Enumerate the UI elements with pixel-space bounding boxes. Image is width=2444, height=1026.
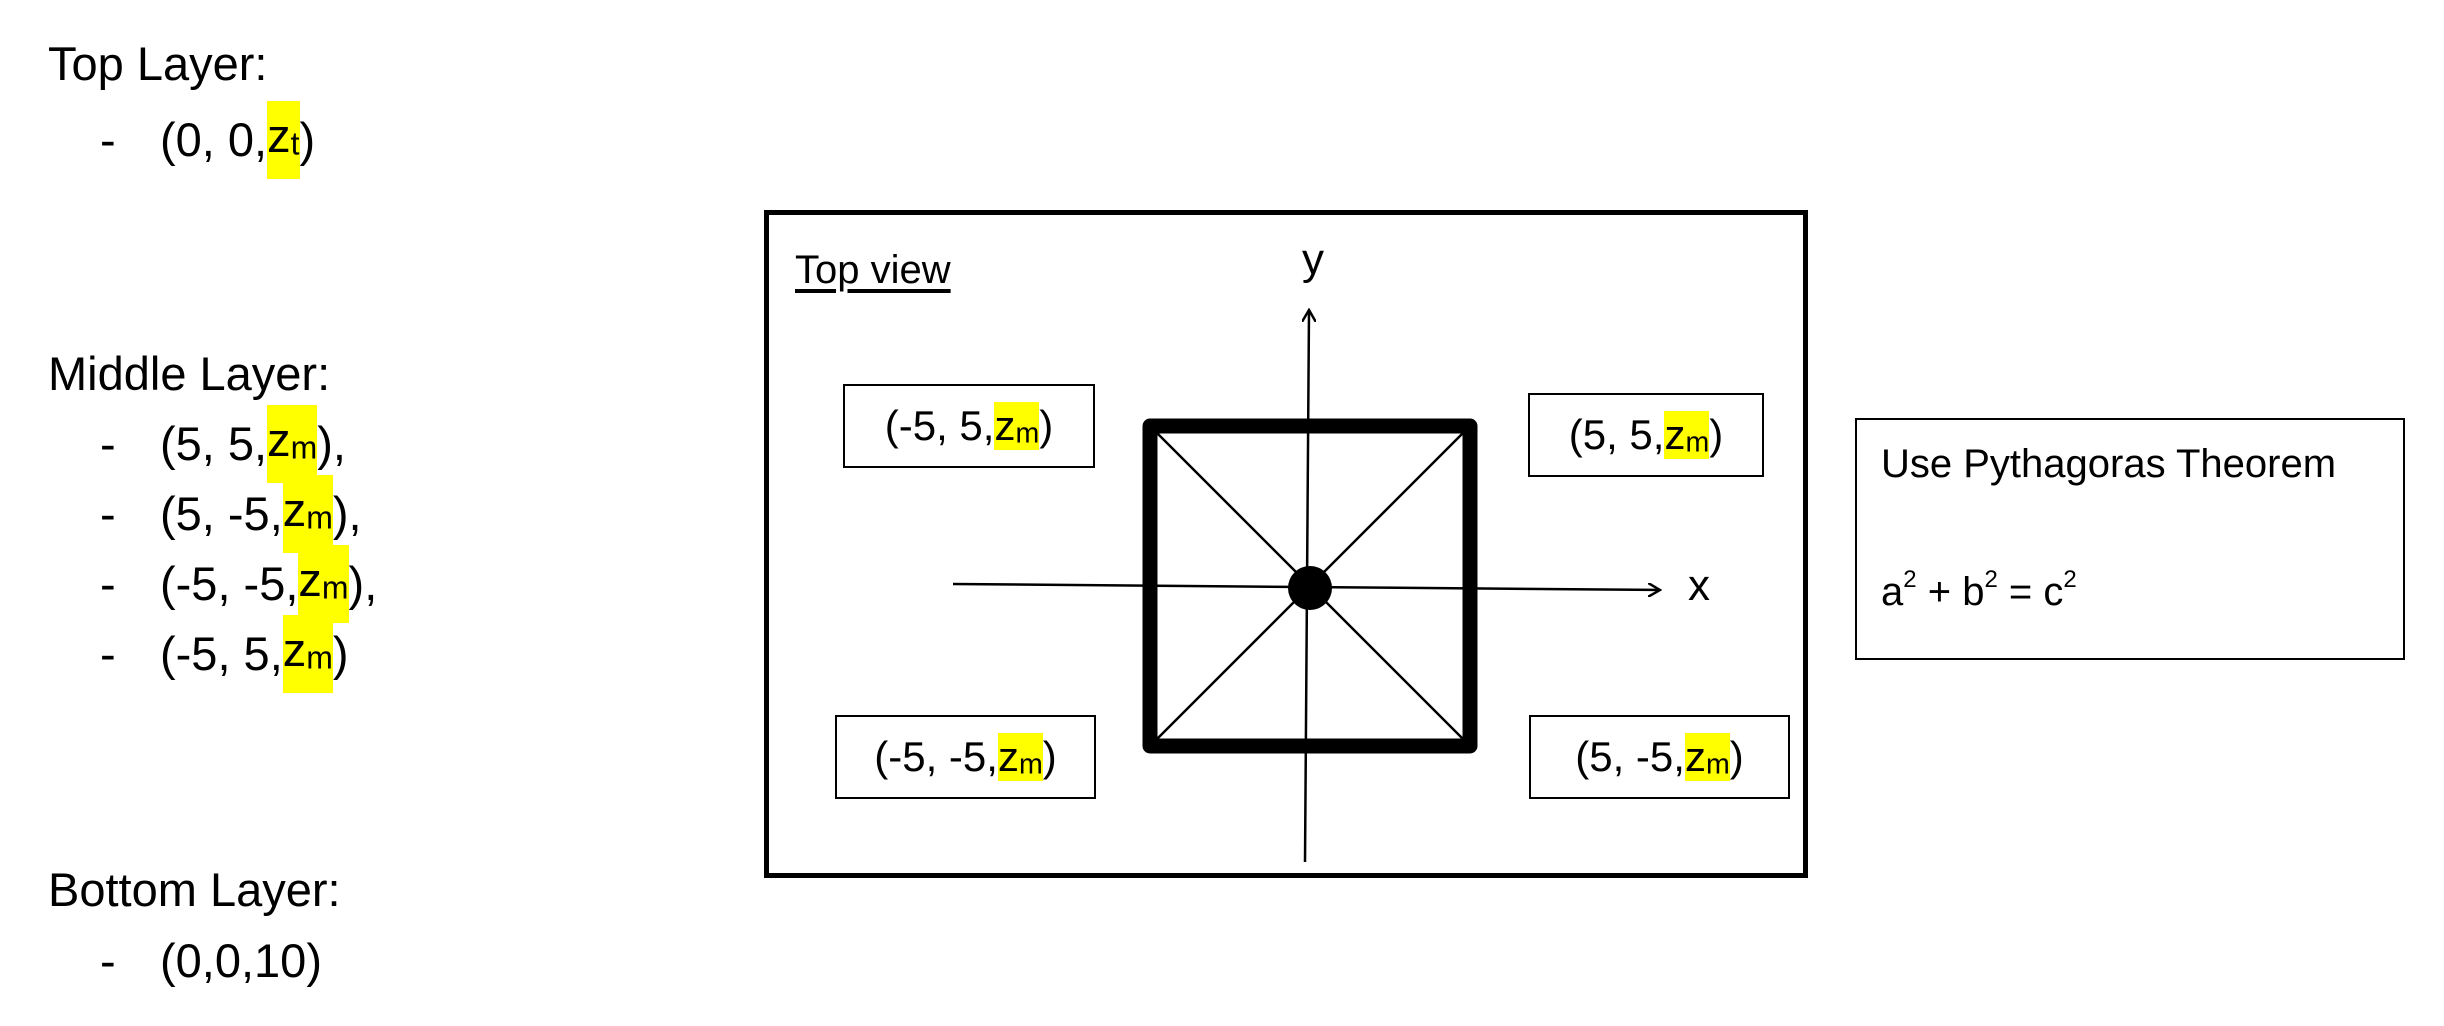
pythagoras-formula: a2 + b2 = c2 [1881,566,2077,615]
point-item: - (5, -5, zm), [100,475,377,553]
corner-label-top-right: (5, 5, zm) [1528,393,1764,477]
point-coord: (-5, 5, [160,627,283,680]
point-item: - (5, 5, zm), [100,405,377,483]
list-dash: - [100,417,116,470]
hint-title: Use Pythagoras Theorem [1881,442,2337,486]
point-coord: (0, 0, [160,113,268,166]
x-axis-label: x [1688,561,1710,610]
top-layer-title: Top Layer: [48,37,268,90]
list-dash: - [100,557,116,610]
point-item: - (-5, -5, zm), [100,545,377,623]
y-axis-label: y [1302,235,1324,284]
highlighted-z: zm [997,732,1043,782]
corner-label-bottom-right: (5, -5, zm) [1529,715,1790,799]
highlighted-z: zt [267,101,300,179]
point-coord: (-5, -5, [160,557,299,610]
corner-label-bottom-left: (-5, -5, zm) [835,715,1096,799]
top-view-frame [764,210,1808,878]
apex-point [1288,566,1332,610]
highlighted-z: zm [267,405,318,483]
list-dash: - [100,627,116,680]
highlighted-z: zm [994,401,1040,451]
point-coord: (5, 5, [160,417,268,470]
bottom-layer-list: - (0,0,10) [100,926,322,996]
square-outline [1142,418,1478,754]
point-coord: (0,0,10) [160,934,322,987]
point-item: - (0,0,10) [100,926,322,996]
point-item: - (0, 0, zt) [100,101,315,179]
corner-label-top-left: (-5, 5, zm) [843,384,1095,468]
hint-box: Use Pythagoras Theorem a2 + b2 = c2 [1855,418,2405,660]
highlighted-z: zm [282,615,333,693]
list-dash: - [100,113,116,166]
highlighted-z: zm [298,545,349,623]
highlighted-z: zm [1684,732,1730,782]
bottom-layer-title: Bottom Layer: [48,863,341,916]
list-dash: - [100,487,116,540]
top-layer-list: - (0, 0, zt) [100,101,315,179]
point-item: - (-5, 5, zm) [100,615,377,693]
point-coord: (5, -5, [160,487,283,540]
highlighted-z: zm [1664,410,1710,460]
middle-layer-title: Middle Layer: [48,347,331,400]
middle-layer-list: - (5, 5, zm), - (5, -5, zm), - (-5, -5, … [100,405,377,693]
list-dash: - [100,934,116,987]
highlighted-z: zm [282,475,333,553]
top-view-label: Top view [795,248,951,292]
